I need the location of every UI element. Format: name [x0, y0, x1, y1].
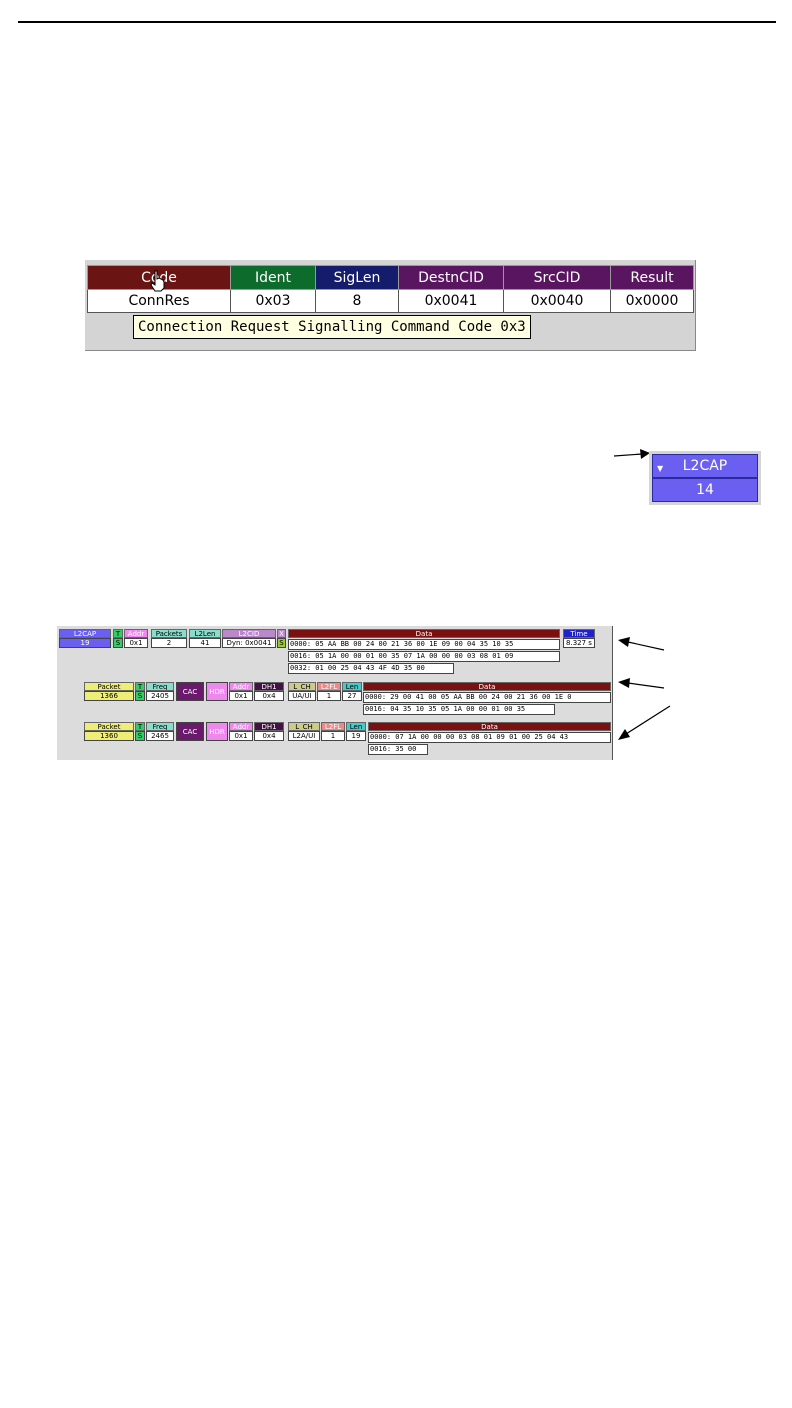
l2cid-header: L2CID: [222, 629, 276, 638]
lch-value: L2A/UI: [288, 731, 320, 741]
dh1-value: 0x4: [254, 691, 284, 701]
freq-value: 2465: [146, 731, 174, 741]
data-line: 0000: 29 00 41 00 05 AA BB 00 24 00 21 3…: [363, 692, 611, 703]
destncid-value[interactable]: 0x0041: [398, 289, 504, 313]
signalling-figure: Code Ident SigLen DestnCID SrcCID Result…: [85, 260, 696, 351]
ident-header[interactable]: Ident: [230, 265, 316, 290]
addr-header: Addr: [124, 629, 148, 638]
packet-value: 1366: [84, 691, 134, 701]
cac-cell: CAC: [176, 722, 204, 741]
data-line: 0000: 07 1A 00 00 00 03 08 01 09 01 00 2…: [368, 732, 611, 743]
cac-cell: CAC: [176, 682, 204, 701]
arrow-icon: [613, 449, 650, 459]
dh1-header: DH1: [254, 682, 284, 691]
freq-header: Freq: [146, 682, 174, 691]
t-value: S: [135, 691, 145, 701]
len-header: Len: [346, 722, 366, 731]
data-line: 0032: 01 00 25 04 43 4F 4D 35 00: [288, 663, 454, 674]
t-value: S: [113, 638, 123, 648]
l2cap-value[interactable]: 19: [59, 638, 111, 648]
hand-cursor-icon: [150, 270, 165, 292]
time-value: 8.327 s: [563, 638, 595, 648]
packet-header: Packet: [84, 682, 134, 691]
lch-value: UA/UI: [288, 691, 316, 701]
t-header: T: [135, 682, 145, 691]
l2cap-badge-value[interactable]: 14: [652, 478, 758, 502]
expand-triangle-icon[interactable]: ▼: [657, 464, 664, 473]
packets-value: 2: [151, 638, 187, 648]
header-rule: [18, 21, 776, 23]
addr-value: 0x1: [229, 691, 253, 701]
dh1-value: 0x4: [254, 731, 284, 741]
hdr-cell: HDR: [206, 682, 228, 701]
len-value: 19: [346, 731, 366, 741]
siglen-header[interactable]: SigLen: [315, 265, 399, 290]
srccid-value[interactable]: 0x0040: [503, 289, 611, 313]
l2len-value: 41: [189, 638, 221, 648]
data-header[interactable]: Data: [288, 629, 560, 638]
srccid-header[interactable]: SrcCID: [503, 265, 611, 290]
l2len-header: L2Len: [189, 629, 221, 638]
len-value: 27: [342, 691, 362, 701]
l2fl-header: L2FL: [321, 722, 345, 731]
hdr-cell: HDR: [206, 722, 228, 741]
x-header: X: [277, 629, 286, 638]
result-value[interactable]: 0x0000: [610, 289, 694, 313]
data-header[interactable]: Data: [363, 682, 611, 691]
l2cap-badge-title[interactable]: ▼L2CAP: [652, 454, 758, 478]
data-line: 0016: 35 00: [368, 744, 428, 755]
packet-trace-figure: L2CAP 19 T S Addr 0x1 Packets 2 L2Len 41…: [57, 626, 613, 760]
l2fl-value: 1: [321, 731, 345, 741]
packet-header: Packet: [84, 722, 134, 731]
t-header: T: [113, 629, 123, 638]
code-tooltip: Connection Request Signalling Command Co…: [133, 315, 531, 339]
code-value[interactable]: ConnRes: [87, 289, 231, 313]
l2cap-badge: ▼L2CAP 14: [649, 451, 761, 505]
addr-value: 0x1: [229, 731, 253, 741]
l2fl-header: L2FL: [317, 682, 341, 691]
signalling-table: Code Ident SigLen DestnCID SrcCID Result…: [87, 265, 694, 313]
x-value: S: [277, 638, 286, 648]
freq-header: Freq: [146, 722, 174, 731]
ident-value[interactable]: 0x03: [230, 289, 316, 313]
data-header[interactable]: Data: [368, 722, 611, 731]
packets-header: Packets: [151, 629, 187, 638]
lch-header: L_CH: [288, 722, 320, 731]
addr-header: Addr: [229, 722, 253, 731]
t-header: T: [135, 722, 145, 731]
addr-header: Addr: [229, 682, 253, 691]
destncid-header[interactable]: DestnCID: [398, 265, 504, 290]
data-line: 0016: 04 35 10 35 05 1A 00 00 01 00 35: [363, 704, 555, 715]
callout-arrows-icon: [618, 637, 671, 740]
freq-value: 2405: [146, 691, 174, 701]
l2fl-value: 1: [317, 691, 341, 701]
siglen-value[interactable]: 8: [315, 289, 399, 313]
result-header[interactable]: Result: [610, 265, 694, 290]
data-line: 0016: 05 1A 00 00 01 00 35 07 1A 00 00 0…: [288, 651, 560, 662]
len-header: Len: [342, 682, 362, 691]
l2cap-header[interactable]: L2CAP: [59, 629, 111, 638]
packet-value: 1360: [84, 731, 134, 741]
l2cid-value: Dyn: 0x0041: [222, 638, 276, 648]
dh1-header: DH1: [254, 722, 284, 731]
t-value: S: [135, 731, 145, 741]
data-line: 0000: 05 AA BB 00 24 00 21 36 00 1E 09 0…: [288, 639, 560, 650]
lch-header: L_CH: [288, 682, 316, 691]
addr-value: 0x1: [124, 638, 148, 648]
time-header: Time: [563, 629, 595, 638]
